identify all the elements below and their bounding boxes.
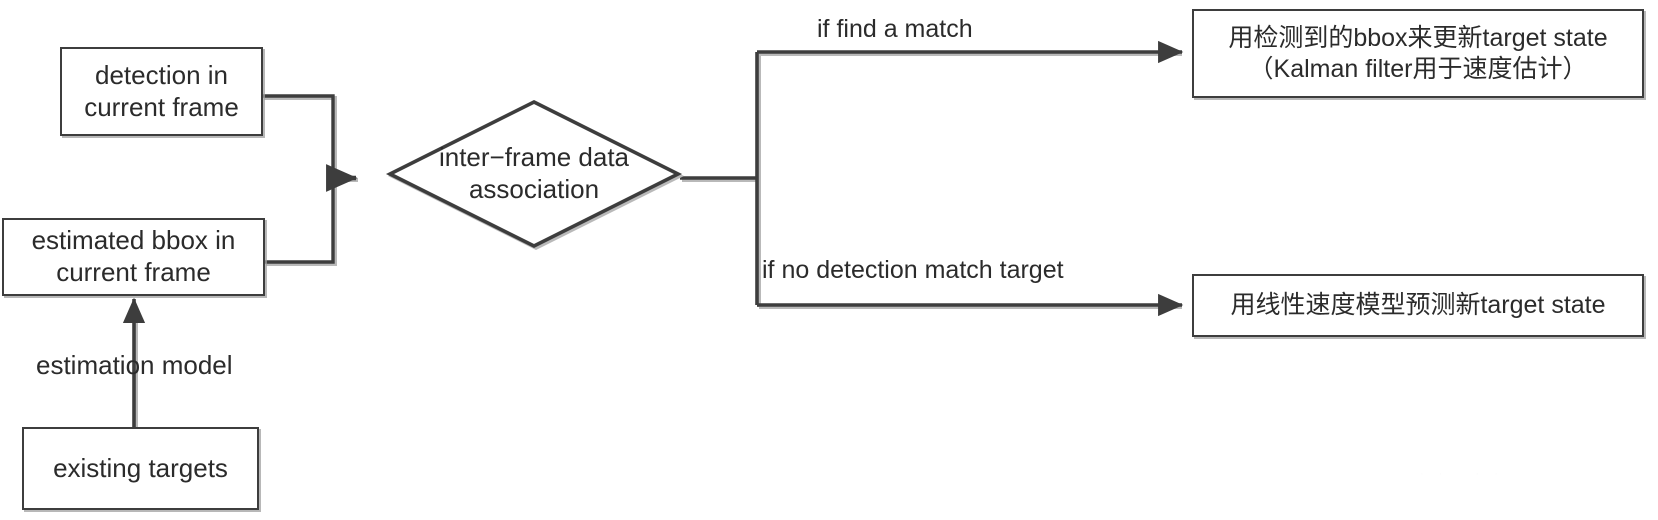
node-existing-targets-label: existing targets — [53, 452, 228, 483]
node-association-label-wrap: inter−frame data association — [386, 98, 682, 250]
node-update-target-state[interactable]: 用检测到的bbox来更新target state （Kalman filter用… — [1192, 9, 1644, 98]
diamond-shape — [385, 99, 685, 251]
node-predict-target-state[interactable]: 用线性速度模型预测新target state — [1192, 274, 1644, 337]
node-existing-targets[interactable]: existing targets — [22, 427, 259, 510]
node-detection-in-current-frame[interactable]: detection in current frame — [60, 47, 263, 136]
node-inter-frame-data-association[interactable]: inter−frame data association — [385, 98, 685, 251]
edge-label-estimation-model: estimation model — [36, 350, 233, 381]
edge-detection-to-merge — [262, 94, 335, 264]
node-estimated-bbox-in-current-frame[interactable]: estimated bbox in current frame — [2, 218, 265, 296]
node-detection-label: detection in current frame — [84, 59, 239, 122]
edge-label-if-find-a-match-text: if find a match — [817, 15, 973, 43]
node-association-label: inter−frame data association — [438, 142, 630, 204]
edge-label-if-find-a-match: if find a match — [817, 14, 973, 44]
edge-label-if-no-detection-match-target-text: if no detection match target — [762, 256, 1064, 284]
node-predict-target-state-label: 用线性速度模型预测新target state — [1230, 291, 1606, 320]
node-estimated-bbox-label: estimated bbox in current frame — [31, 225, 236, 287]
edge-label-if-no-detection-match-target: if no detection match target — [762, 255, 1064, 285]
faint-watermark: · · · · — [1420, 468, 1504, 480]
node-update-target-state-label: 用检测到的bbox来更新target state （Kalman filter用… — [1228, 24, 1608, 83]
edge-label-estimation-model-text: estimation model — [36, 350, 233, 380]
